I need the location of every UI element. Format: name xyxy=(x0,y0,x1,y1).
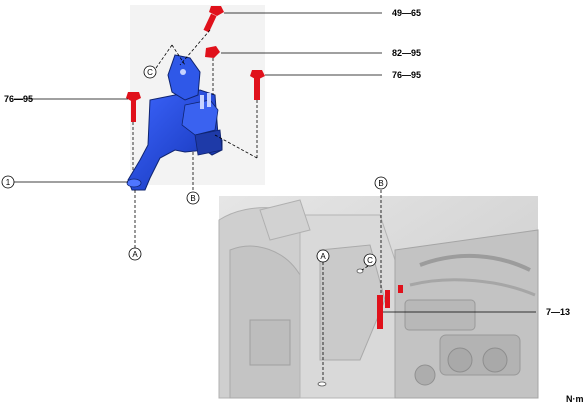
callout-b-mount: B xyxy=(186,191,200,205)
dashed-guides xyxy=(132,29,382,380)
callout-c-body: C xyxy=(363,253,377,267)
callout-c-mount: C xyxy=(143,65,157,79)
engine-mount-bracket xyxy=(126,54,223,191)
svg-text:B: B xyxy=(190,194,195,203)
callout-a-mount: A xyxy=(128,247,142,261)
leader-lines xyxy=(14,12,536,313)
callout-a-body: A xyxy=(316,249,330,263)
torque-label-left-bolt: 76—95 xyxy=(4,94,33,104)
torque-label-body-bolt: 7—13 xyxy=(546,307,570,317)
locator-pin xyxy=(356,268,364,274)
svg-text:A: A xyxy=(320,252,326,261)
torque-label-right-bolt: 76—95 xyxy=(392,70,421,80)
locator-hole xyxy=(317,381,327,387)
fastener-right-bolt xyxy=(250,70,265,100)
svg-text:B: B xyxy=(378,179,383,188)
fastener-left-bolt xyxy=(126,92,141,122)
fastener-nut xyxy=(205,46,220,58)
installed-bolt xyxy=(398,285,403,293)
svg-text:1: 1 xyxy=(6,178,11,187)
torque-unit: N·m xyxy=(566,394,584,404)
torque-label-nut: 82—95 xyxy=(392,48,421,58)
installed-bolt xyxy=(377,295,383,329)
torque-label-top-bolt: 49—65 xyxy=(392,8,421,18)
installed-bolt xyxy=(385,290,390,308)
svg-text:C: C xyxy=(147,68,153,77)
callout-b-body: B xyxy=(374,176,388,190)
callout-1: 1 xyxy=(1,175,15,189)
svg-text:C: C xyxy=(367,256,373,265)
fastener-top-bolt xyxy=(203,6,224,33)
svg-text:A: A xyxy=(132,250,138,259)
engine-bay-illustration xyxy=(218,196,539,399)
